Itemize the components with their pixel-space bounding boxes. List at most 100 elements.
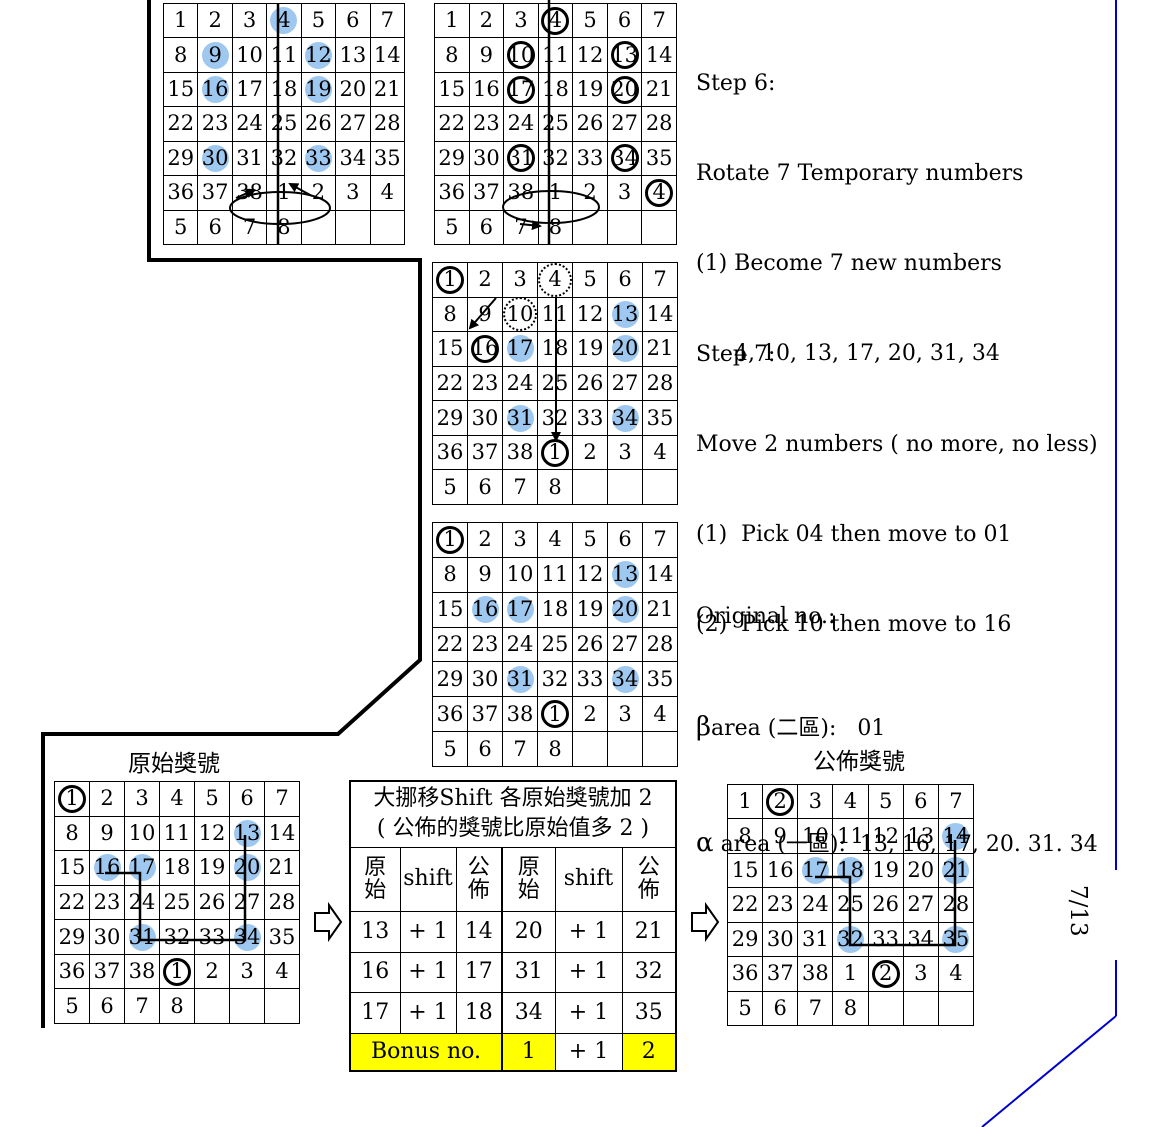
grid-cell-empty xyxy=(335,209,371,246)
grid-cell: 1 xyxy=(537,434,573,471)
grid-cell: 2 xyxy=(194,953,230,990)
grid-cell: 37 xyxy=(197,175,233,211)
grid-cell: 6 xyxy=(89,988,125,1024)
grid-cell: 5 xyxy=(54,988,90,1024)
grid-number: 31 xyxy=(801,926,829,951)
grid-number: 14 xyxy=(646,301,674,326)
grid-cell: 33 xyxy=(194,919,230,955)
grid-number: 32 xyxy=(541,405,569,430)
cell: 17 xyxy=(349,991,401,1034)
grid-cell: 12 xyxy=(572,296,608,333)
grid-cell-empty xyxy=(229,988,265,1024)
grid-cell: 35 xyxy=(642,400,678,436)
grid-number: 29 xyxy=(167,145,195,170)
grid-number: 4 xyxy=(949,961,963,986)
grid-cell: 2 xyxy=(89,781,125,817)
grid-number: 27 xyxy=(611,370,639,395)
grid-number: 38 xyxy=(236,180,263,205)
grid-cell: 25 xyxy=(537,626,573,663)
grid-cell: 18 xyxy=(159,850,195,886)
grid-cell: 5 xyxy=(162,209,199,246)
alpha-symbol: α xyxy=(696,828,714,858)
grid-cell: 28 xyxy=(641,106,677,142)
grid-cell: 6 xyxy=(902,783,939,820)
grid-cell: 21 xyxy=(642,331,678,367)
grid-cell: 27 xyxy=(607,365,643,402)
grid-cell: 16 xyxy=(467,591,503,628)
grid-cell: 17 xyxy=(231,71,268,108)
table-row: 17 + 1 18 34 + 1 35 xyxy=(349,991,677,1034)
grid-number: 11 xyxy=(163,820,191,845)
grid-cell: 30 xyxy=(467,400,503,436)
grid-cell: 13 xyxy=(335,37,371,73)
grid-number: 38 xyxy=(506,701,534,726)
grid-number: 13 xyxy=(611,562,639,587)
grid-cell: 32 xyxy=(537,140,574,177)
grid-number: 11 xyxy=(541,562,569,587)
grid-cell: 2 xyxy=(467,522,503,558)
grid-cell: 3 xyxy=(607,696,643,733)
grid-cell: 35 xyxy=(264,919,300,955)
grid-cell: 4 xyxy=(642,696,678,733)
grid-number: 16 xyxy=(471,597,499,622)
grid-cell: 24 xyxy=(502,626,538,663)
grid-cell: 33 xyxy=(572,400,608,436)
grid-number: 17 xyxy=(507,77,535,102)
grid-cell: 2 xyxy=(572,434,608,471)
grid-cell: 7 xyxy=(797,990,834,1027)
beta-area-line: βarea (二區): 01 xyxy=(696,708,1098,748)
grid-number: 16 xyxy=(93,855,121,880)
grid-cell: 16 xyxy=(197,71,233,108)
grid-number: 28 xyxy=(268,889,296,914)
grid-number: 1 xyxy=(548,701,562,726)
grid-number: 3 xyxy=(617,180,632,205)
grid-cell: 4 xyxy=(264,953,300,990)
grid-cell: 38 xyxy=(502,434,538,471)
grid-number: 25 xyxy=(541,631,569,656)
grid-cell-empty xyxy=(194,988,230,1024)
grid-number: 33 xyxy=(576,145,604,170)
grid-number: 4 xyxy=(275,959,289,984)
grid-cell: 9 xyxy=(467,556,503,593)
grid-number: 23 xyxy=(471,631,499,656)
grid-number: 33 xyxy=(305,145,332,170)
grid-cell: 38 xyxy=(124,953,160,990)
grid-cell: 30 xyxy=(89,919,125,955)
grid-number: 6 xyxy=(240,786,254,811)
grid-number: 36 xyxy=(58,959,86,984)
grid-number: 32 xyxy=(163,924,191,949)
grid-cell-empty xyxy=(902,990,939,1027)
grid-cell: 19 xyxy=(194,850,230,886)
grid-number: 5 xyxy=(443,474,457,499)
grid-cell: 12 xyxy=(572,37,608,73)
grid-cell-empty xyxy=(641,209,677,246)
grid-cell: 37 xyxy=(467,696,503,733)
grid-number: 20 xyxy=(611,336,639,361)
grid-cell: 6 xyxy=(467,731,503,767)
grid-cell: 10 xyxy=(503,37,539,73)
grid-cell: 15 xyxy=(434,71,470,108)
grid-number: 37 xyxy=(93,959,121,984)
grid-number: 15 xyxy=(436,336,464,361)
grid-number: 10 xyxy=(128,820,156,845)
grid-cell: 17 xyxy=(124,850,160,886)
grid-number: 7 xyxy=(275,786,289,811)
grid-number: 9 xyxy=(478,301,492,326)
grid-cell: 32 xyxy=(159,919,195,955)
grid-number: 11 xyxy=(837,823,864,848)
grid-cell: 36 xyxy=(162,175,199,211)
grid-cell: 8 xyxy=(537,469,573,505)
grid-number: 28 xyxy=(646,370,674,395)
grid-number: 12 xyxy=(198,820,226,845)
grid-cell: 28 xyxy=(937,887,975,923)
grid-number: 3 xyxy=(808,789,823,814)
grid-number: 9 xyxy=(478,562,492,587)
grid-number: 1 xyxy=(170,959,184,984)
grid-cell: 6 xyxy=(606,2,643,39)
original-no-title: Original no.: xyxy=(696,604,836,629)
grid-cell: 6 xyxy=(197,209,233,246)
grid-cell: 35 xyxy=(642,661,678,698)
